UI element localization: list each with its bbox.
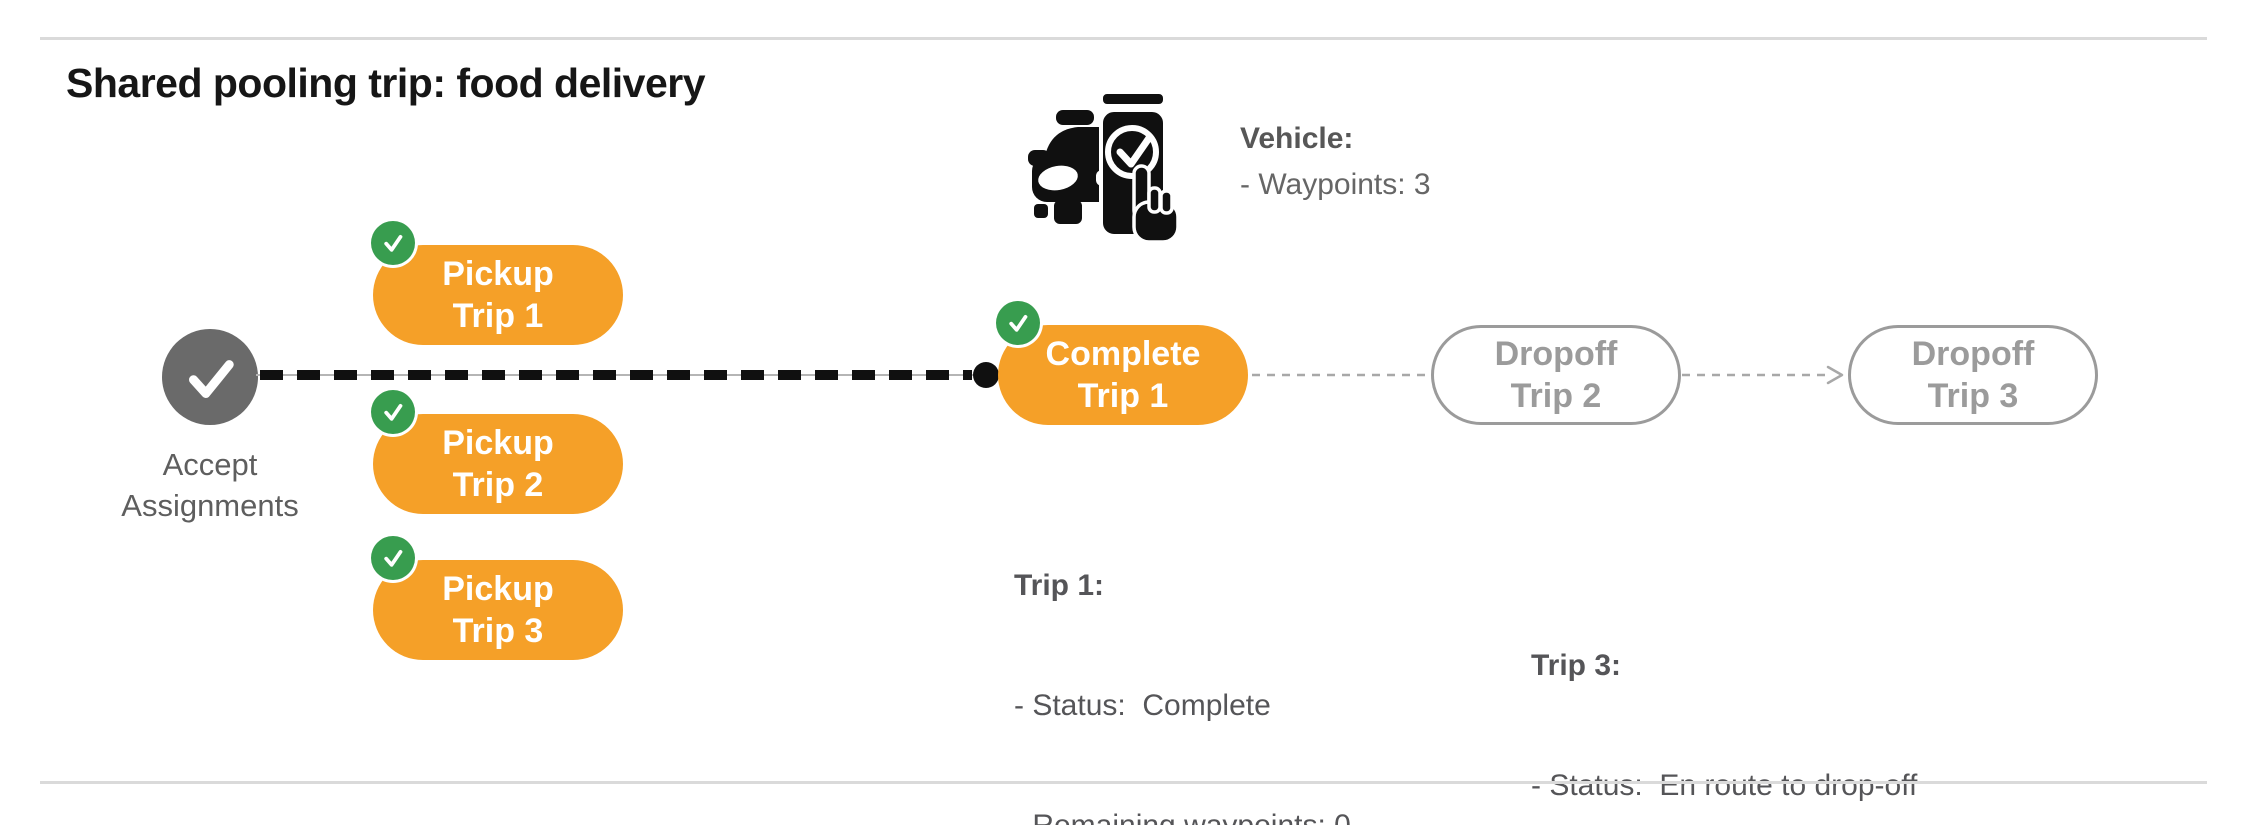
vehicle-legend: Vehicle: - Waypoints: 3 [1240,116,1431,208]
trip1-heading: Trip 1: [1014,569,1105,602]
checkmark-icon [189,360,234,398]
page-title: Shared pooling trip: food delivery [66,60,706,106]
pill-label-line1: Dropoff [1911,335,2035,373]
pill-label-line2: Trip 2 [452,466,544,504]
check-badge-icon [371,536,415,580]
check-badge-icon [996,301,1040,345]
top-divider [40,37,2207,40]
check-badge-icon [371,390,415,434]
node-complete-trip-1: Complete Trip 1 [996,301,1248,425]
trip-status-block-1-2: Trip 1: - Status: Complete - Remaining w… [1014,486,1400,825]
check-badge-icon [371,221,415,265]
trip1-status-line: - Status: Complete [1014,689,1271,722]
pill-label-line1: Pickup [442,255,554,293]
pill-label-line1: Dropoff [1494,335,1618,373]
trip1-waypoints-line: - Remaining waypoints: 0 [1014,806,1400,825]
trip-status-block-3: Trip 3: - Status: En route to drop-off -… [1531,566,1917,825]
trip3-status-line: - Status: En route to drop-off [1531,769,1918,802]
node-pickup-trip-1: Pickup Trip 1 [371,221,623,345]
trip3-heading: Trip 3: [1531,649,1622,682]
dropoff2-connector-line [1252,373,1430,377]
vehicle-waypoints: - Waypoints: 3 [1240,168,1431,201]
accept-assignments-label: Accept Assignments [121,447,299,523]
pill-label-line1: Pickup [442,424,554,462]
pill-label-line2: Trip 1 [452,297,544,335]
bottom-divider [40,781,2207,784]
node-accept-assignments [162,329,258,425]
node-pickup-trip-3: Pickup Trip 3 [371,536,623,660]
pill-label-line2: Trip 3 [1927,377,2019,415]
pill-label-line2: Trip 3 [452,612,544,650]
pill-label-line1: Complete [1045,335,1201,373]
pill-label-line2: Trip 2 [1510,377,1602,415]
vehicle-label: Vehicle: [1240,122,1354,155]
pill-label-line2: Trip 1 [1077,377,1169,415]
node-pickup-trip-2: Pickup Trip 2 [371,390,623,514]
assignments-connector-line [256,362,999,388]
node-dropoff-trip-3: Dropoff Trip 3 [1848,325,2098,425]
pill-label-line1: Pickup [442,570,554,608]
dropoff3-connector-arrow [1682,365,1844,385]
car-phone-check-icon [1028,90,1180,244]
node-dropoff-trip-2: Dropoff Trip 2 [1431,325,1681,425]
